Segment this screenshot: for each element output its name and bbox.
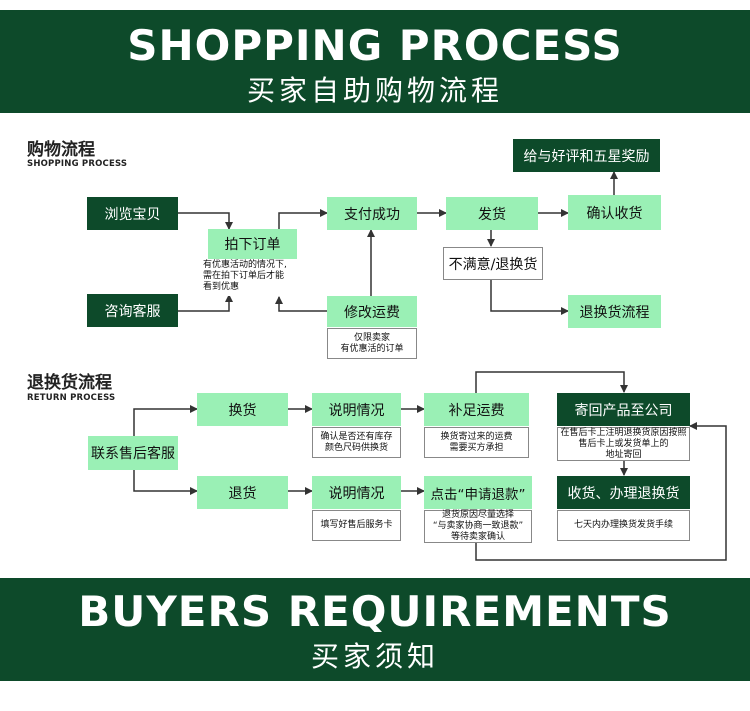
arrow-modify-order: [275, 296, 327, 312]
shopping-section-title: 购物流程: [27, 140, 95, 160]
arrow-unhappy-return: [490, 280, 569, 315]
order-box: 拍下订单: [208, 229, 297, 259]
pay-box: 支付成功: [327, 197, 417, 230]
contact-box: 联系售后客服: [88, 436, 178, 470]
unhappy-box: 不满意/退换货: [443, 247, 543, 280]
confirm-box: 确认收货: [568, 195, 661, 230]
receive-note: 七天内办理换货发货手续: [557, 510, 690, 541]
explain1-note: 确认是否还有库存 颜色尺码供换货: [312, 427, 401, 458]
arrow-apply-sendback: [475, 422, 727, 561]
footer-title-cn: 买家须知: [310, 640, 439, 673]
modify-box: 修改运费: [327, 296, 417, 327]
arrow-freight-sendback: [475, 371, 628, 393]
order-note: 有优惠活动的情况下, 需在拍下订单后才能 看到优惠: [203, 260, 303, 296]
shopping-section-subtitle: SHOPPING PROCESS: [27, 159, 128, 169]
arrow-order-pay: [278, 209, 328, 229]
apply-refund-box: 点击“申请退款”: [424, 476, 532, 509]
refund-box: 退货: [197, 476, 288, 509]
return-section-title: 退换货流程: [27, 373, 112, 393]
send-back-note: 在售后卡上注明退换货原因按照 售后卡上或发货单上的 地址寄回: [557, 427, 690, 461]
banner-title-cn: 买家自助购物流程: [246, 74, 503, 107]
exchange-box: 换货: [197, 393, 288, 426]
send-back-box: 寄回产品至公司: [557, 393, 690, 426]
return-flow-box: 退换货流程: [568, 295, 661, 328]
explain2-box: 说明情况: [312, 476, 401, 509]
browse-box: 浏览宝贝: [87, 197, 178, 230]
consult-box: 咨询客服: [87, 294, 178, 327]
modify-note: 仅限卖家 有优惠活的订单: [327, 328, 417, 359]
banner-title-en: SHOPPING PROCESS: [127, 21, 623, 70]
freight-note: 换货寄过来的运费 需要买方承担: [424, 427, 529, 458]
freight-box: 补足运费: [424, 393, 529, 426]
ship-box: 发货: [446, 197, 538, 230]
explain1-box: 说明情况: [312, 393, 401, 426]
footer-title-en: BUYERS REQUIREMENTS: [78, 587, 672, 636]
receive-box: 收货、办理退换货: [557, 476, 690, 509]
reward-box: 给与好评和五星奖励: [513, 139, 660, 172]
bottom-banner: BUYERS REQUIREMENTS 买家须知: [0, 578, 750, 681]
apply-refund-note: 退货原因尽量选择 “与卖家协商一致退款” 等待卖家确认: [424, 510, 532, 543]
explain2-note: 填写好售后服务卡: [312, 510, 401, 541]
arrow-browse-order: [178, 212, 233, 230]
top-banner: SHOPPING PROCESS 买家自助购物流程: [0, 10, 750, 113]
return-section-subtitle: RETURN PROCESS: [27, 393, 116, 403]
arrow-consult-order: [178, 294, 233, 312]
